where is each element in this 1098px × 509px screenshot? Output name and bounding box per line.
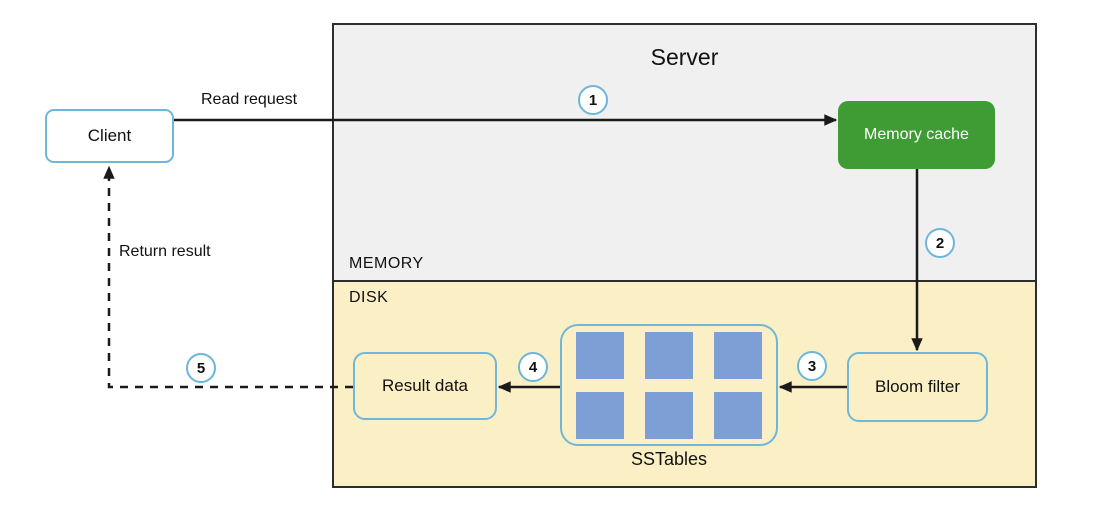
return-result-label: Return result	[119, 243, 211, 260]
sstable-block	[576, 391, 624, 439]
client-node: Client	[45, 109, 174, 163]
memory-cache-node: Memory cache	[838, 101, 995, 169]
sstables-node	[560, 324, 778, 446]
server-title: Server	[650, 44, 719, 70]
sstable-block	[576, 331, 624, 379]
bloom-filter-node: Bloom filter	[847, 352, 988, 422]
step-5-badge: 5	[186, 353, 216, 383]
sstables-label: SSTables	[630, 449, 708, 469]
step-1-badge: 1	[578, 85, 608, 115]
sstable-block	[645, 331, 693, 379]
disk-zone-label: DISK	[349, 289, 389, 306]
read-request-label: Read request	[201, 91, 298, 108]
arrow-return-result-dashed	[103, 165, 353, 389]
result-data-node: Result data	[353, 352, 497, 420]
step-2-badge: 2	[925, 228, 955, 258]
step-3-badge: 3	[797, 351, 827, 381]
memory-zone-label: MEMORY	[349, 255, 424, 272]
step-4-badge: 4	[518, 352, 548, 382]
sstable-block	[714, 391, 762, 439]
sstable-block	[645, 391, 693, 439]
sstable-block	[714, 331, 762, 379]
